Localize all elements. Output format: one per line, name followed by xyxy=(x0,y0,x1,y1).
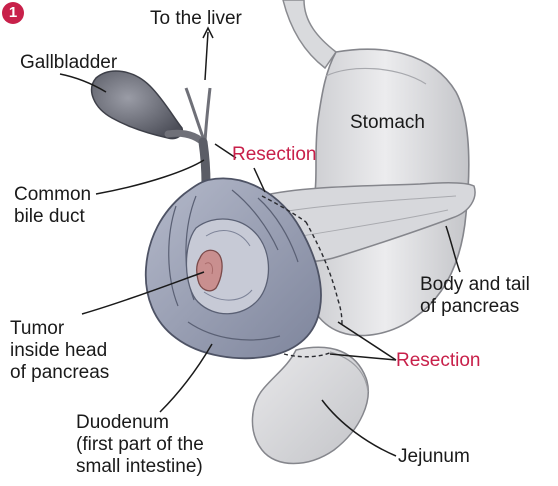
label-body-tail-pancreas: Body and tail of pancreas xyxy=(420,274,530,318)
leader-to-liver xyxy=(205,32,208,80)
label-to-the-liver: To the liver xyxy=(150,8,242,30)
esophagus xyxy=(283,0,336,68)
step-number-badge: 1 xyxy=(2,2,24,24)
tumor-shape xyxy=(197,250,222,291)
common-bile-duct-shape xyxy=(203,142,206,184)
label-jejunum: Jejunum xyxy=(398,446,470,468)
label-gallbladder: Gallbladder xyxy=(20,52,117,74)
leader-bile-duct xyxy=(96,160,204,194)
label-stomach: Stomach xyxy=(350,112,425,134)
leader-duodenum xyxy=(160,344,212,412)
bile-duct-right xyxy=(205,88,210,142)
gallbladder-shape xyxy=(92,71,183,138)
label-resection-top: Resection xyxy=(232,144,317,166)
label-common-bile-duct: Common bile duct xyxy=(14,184,91,228)
label-tumor: Tumor inside head of pancreas xyxy=(10,318,109,384)
label-duodenum: Duodenum (first part of the small intest… xyxy=(76,412,204,478)
label-resection-bottom: Resection xyxy=(396,350,481,372)
jejunum-shape xyxy=(252,347,368,463)
